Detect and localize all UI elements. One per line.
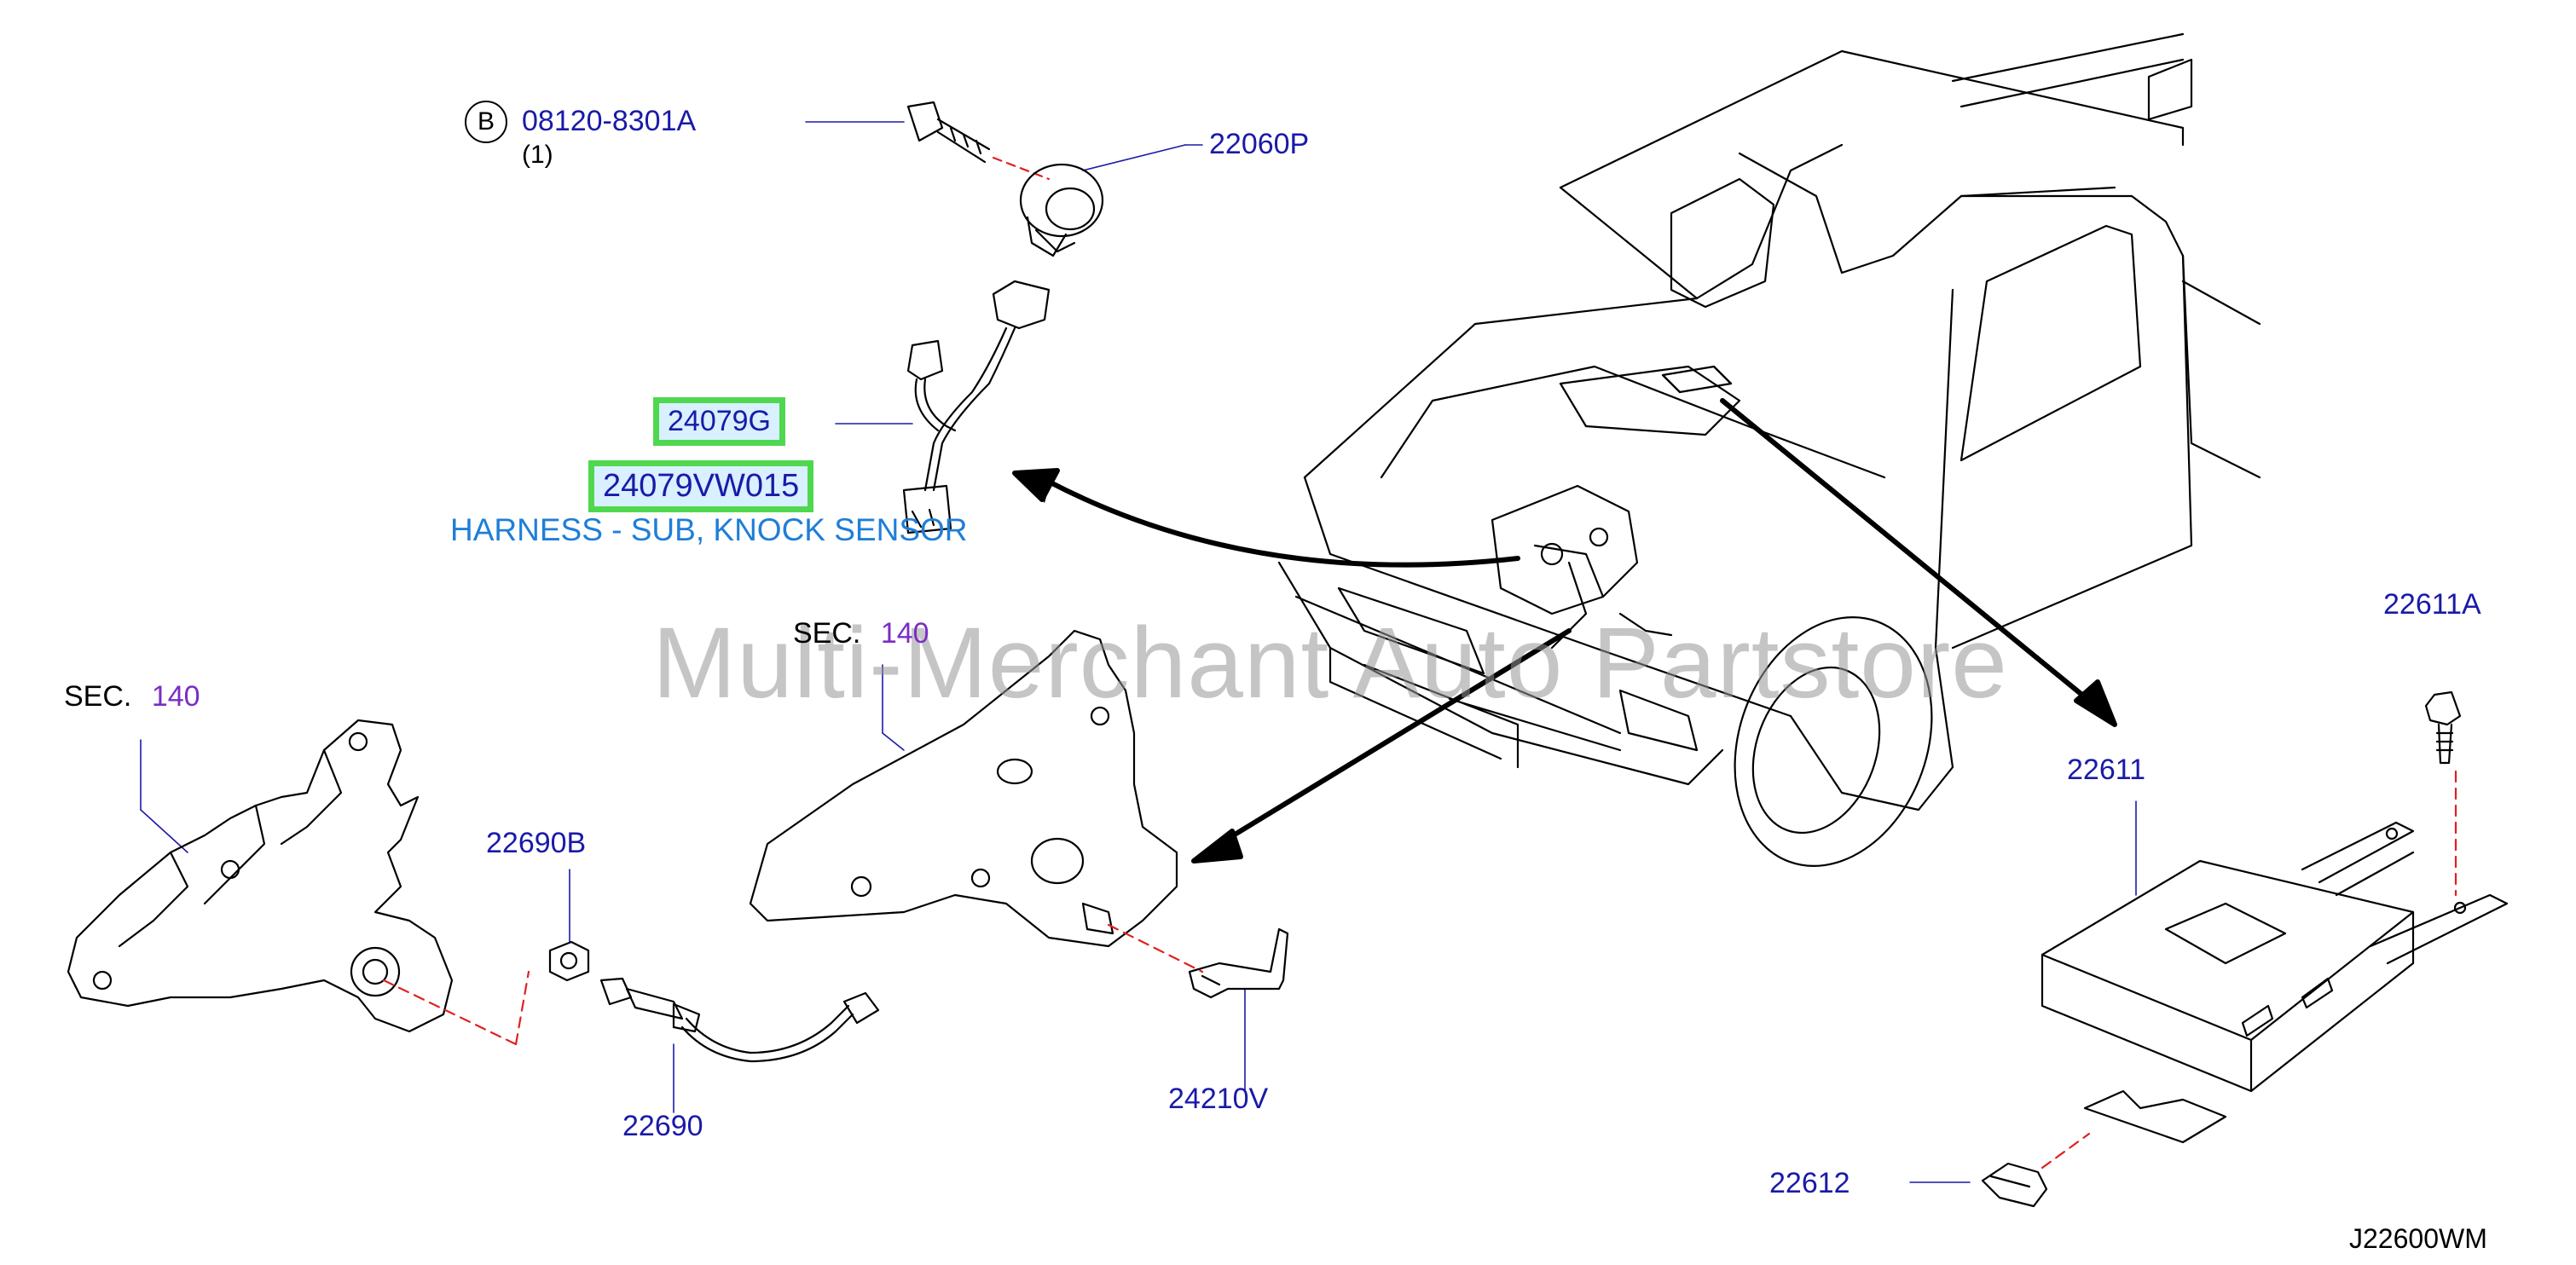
diagram-code: J22600WM xyxy=(2349,1223,2487,1254)
arrowhead-control-unit xyxy=(2074,679,2117,727)
harness-description: HARNESS - SUB, KNOCK SENSOR xyxy=(450,512,968,547)
section-label-mid: SEC. 140 xyxy=(793,617,929,650)
watermark: Multi-Merchant Auto Partstore xyxy=(652,607,2008,719)
knock-sensor-part xyxy=(1019,144,1203,257)
part-number-harness-b[interactable]: 24079VW015 xyxy=(588,460,814,512)
exhaust-manifold-part xyxy=(67,719,530,1046)
vehicle-illustration xyxy=(1277,32,2261,867)
part-number-control-unit[interactable]: 22611 xyxy=(2067,754,2146,786)
sensor-bracket-part xyxy=(1188,927,1289,1092)
bolt-quantity: (1) xyxy=(522,141,553,169)
oxygen-sensor-part xyxy=(599,977,880,1113)
part-number-oxygen-sensor[interactable]: 22690 xyxy=(622,1110,703,1142)
part-number-bracket[interactable]: 24210V xyxy=(1168,1083,1269,1115)
part-number-clip[interactable]: 22612 xyxy=(1769,1167,1850,1199)
clip-part xyxy=(1909,1132,2091,1208)
section-label-left: SEC. 140 xyxy=(64,680,200,713)
heat-shield-part xyxy=(749,629,1204,973)
part-number-bolt[interactable]: 08120-8301A xyxy=(522,105,697,137)
part-number-control-unit-bolt[interactable]: 22611A xyxy=(2383,588,2481,621)
part-number-knock-sensor[interactable]: 22060P xyxy=(1209,128,1310,160)
section-prefix: SEC. xyxy=(793,617,861,650)
knock-sensor-harness xyxy=(835,280,1051,534)
control-unit-bolt xyxy=(2424,690,2462,897)
bolt-callout-badge: B xyxy=(465,101,507,143)
arrowhead-bracket xyxy=(1191,829,1243,864)
part-number-harness-a[interactable]: 24079G xyxy=(653,397,785,446)
section-prefix: SEC. xyxy=(64,680,132,713)
bolt-part xyxy=(805,101,1051,181)
section-number[interactable]: 140 xyxy=(151,680,200,713)
nut-part xyxy=(548,869,590,982)
part-number-nut[interactable]: 22690B xyxy=(486,827,587,859)
section-number[interactable]: 140 xyxy=(880,617,929,650)
arrowhead-harness xyxy=(1012,468,1060,502)
control-unit-part xyxy=(2041,800,2509,1144)
pointer-arrows xyxy=(1012,398,2117,864)
